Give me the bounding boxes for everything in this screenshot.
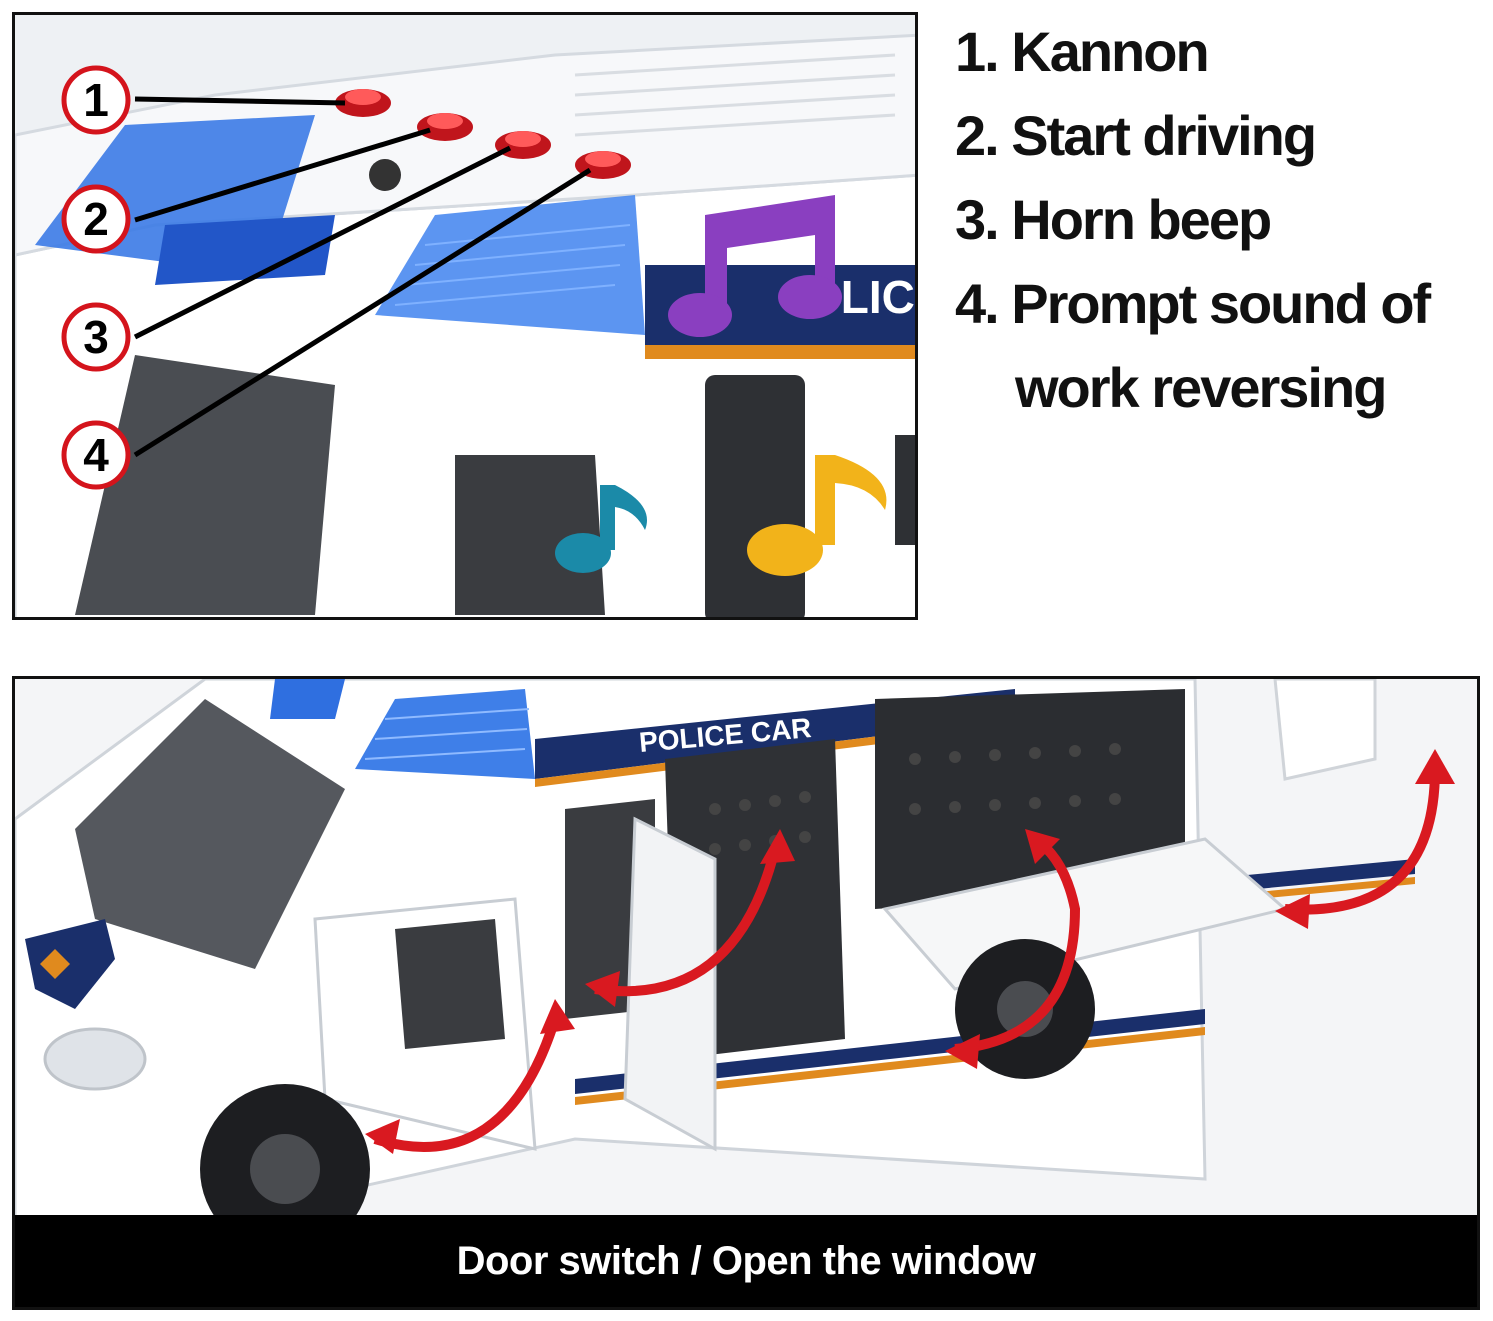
music-note-teal-icon	[555, 485, 647, 573]
door-motion-arrows	[373, 768, 1440, 1152]
feature-label: 1. Kannon	[955, 20, 1210, 83]
feature-label: 3. Horn beep	[955, 188, 1272, 251]
feature-label: 4. Prompt sound of	[955, 272, 1431, 335]
feature-item-1: 1. Kannon	[955, 10, 1490, 94]
callout-badge-3: 3	[61, 302, 131, 372]
caption-text: Door switch / Open the window	[456, 1238, 1036, 1283]
roof-button-3	[495, 131, 551, 159]
feature-label-continued: work reversing	[1015, 356, 1387, 419]
leader-lines	[133, 96, 592, 458]
feature-list: 1. Kannon 2. Start driving 3. Horn beep …	[955, 10, 1490, 430]
top-product-photo: OLIC 1	[12, 12, 918, 620]
callout-badge-1: 1	[61, 65, 131, 135]
feature-item-3: 3. Horn beep	[955, 178, 1490, 262]
bottom-product-photo: POLICE CAR	[12, 676, 1480, 1310]
feature-label: 2. Start driving	[955, 104, 1317, 167]
svg-text:1: 1	[83, 74, 109, 126]
music-note-purple-icon	[668, 195, 842, 337]
caption-bar: Door switch / Open the window	[15, 1215, 1477, 1307]
callout-badge-2: 2	[61, 184, 131, 254]
callout-badge-4: 4	[61, 420, 131, 490]
van-roof-illustration: OLIC	[15, 15, 915, 617]
windshield	[75, 355, 335, 615]
windshield	[75, 699, 345, 969]
music-note-yellow-icon	[747, 455, 887, 576]
feature-item-4: 4. Prompt sound of work reversing	[955, 262, 1490, 430]
feature-item-2: 2. Start driving	[955, 94, 1490, 178]
roof-button-2	[417, 113, 473, 141]
roof-button-1	[335, 89, 391, 117]
svg-text:4: 4	[83, 429, 109, 481]
svg-text:3: 3	[83, 311, 109, 363]
van-side-illustration: POLICE CAR	[15, 679, 1477, 1307]
arrow-heads	[365, 749, 1455, 1154]
svg-text:2: 2	[83, 193, 109, 245]
